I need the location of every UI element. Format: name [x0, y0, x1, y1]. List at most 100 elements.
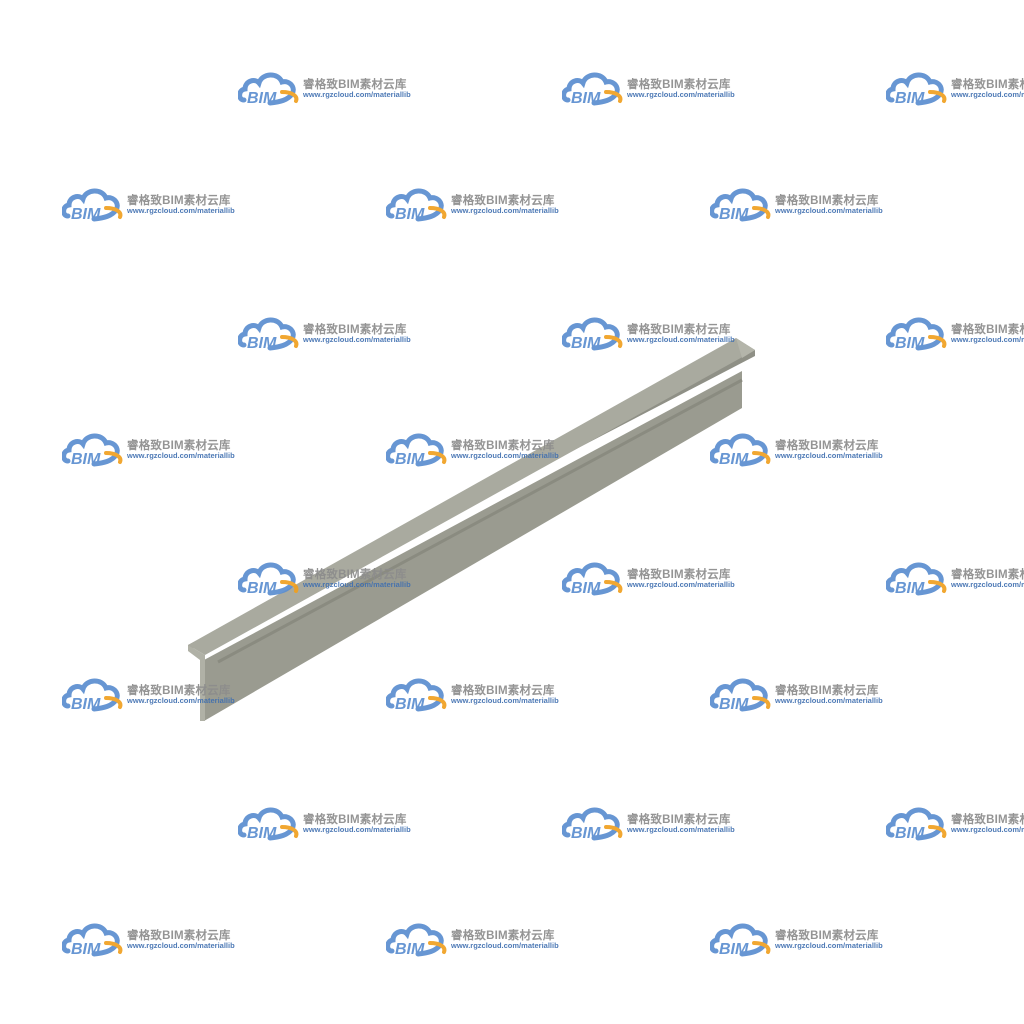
logo-text: BIM [247, 825, 277, 841]
watermark-title: 睿格致BIM素材云库 [303, 569, 407, 581]
watermark-title: 睿格致BIM素材云库 [127, 195, 231, 207]
logo-text: BIM [395, 696, 425, 712]
cloud-icon: BIM [562, 317, 623, 351]
beam-far-end [736, 338, 755, 358]
logo-text: BIM [571, 90, 601, 106]
watermark-url: www.rgzcloud.com/materiallib [127, 941, 235, 950]
watermark-title: 睿格致BIM素材云库 [127, 440, 231, 452]
logo-text: BIM [719, 451, 749, 467]
watermark-title: 睿格致BIM素材云库 [303, 79, 407, 91]
logo-text: BIM [395, 206, 425, 222]
logo-text: BIM [247, 335, 277, 351]
watermark-url: www.rgzcloud.com/materiallib [627, 580, 735, 589]
watermark: BIM睿格致BIM素材云库www.rgzcloud.com/materialli… [0, 70, 12, 110]
watermark: BIM睿格致BIM素材云库www.rgzcloud.com/materialli… [0, 805, 12, 845]
watermark-title: 睿格致BIM素材云库 [775, 930, 879, 942]
watermark-title: 睿格致BIM素材云库 [303, 324, 407, 336]
watermark-url: www.rgzcloud.com/materiallib [451, 451, 559, 460]
watermark-url: www.rgzcloud.com/materiallib [127, 696, 235, 705]
cloud-icon: BIM [238, 807, 299, 841]
logo-text: BIM [395, 451, 425, 467]
cloud-icon: BIM [62, 188, 123, 222]
watermark: BIM 睿格致BIM素材云库www.rgzcloud.com/materialli… [886, 805, 1024, 845]
watermark-title: 睿格致BIM素材云库 [951, 324, 1024, 336]
watermark-title: 睿格致BIM素材云库 [951, 79, 1024, 91]
logo-text: BIM [895, 825, 925, 841]
logo-text: BIM [719, 941, 749, 957]
logo-text: BIM [395, 941, 425, 957]
cloud-icon: BIM [238, 72, 299, 106]
logo-text: BIM [895, 335, 925, 351]
cloud-icon: BIM [62, 678, 123, 712]
watermark-url: www.rgzcloud.com/materiallib [451, 206, 559, 215]
watermark-title: 睿格致BIM素材云库 [627, 324, 731, 336]
watermark-url: www.rgzcloud.com/materiallib [303, 580, 411, 589]
watermark: BIM睿格致BIM素材云库www.rgzcloud.com/materialli… [0, 315, 12, 355]
watermark-url: www.rgzcloud.com/materiallib [127, 451, 235, 460]
watermark-title: 睿格致BIM素材云库 [627, 79, 731, 91]
logo-text: BIM [571, 335, 601, 351]
watermark-url: www.rgzcloud.com/materiallib [303, 825, 411, 834]
watermark-url: www.rgzcloud.com/materiallib [627, 90, 735, 99]
cloud-icon: BIM [386, 678, 447, 712]
watermark-title: 睿格致BIM素材云库 [451, 930, 555, 942]
watermark-url: www.rgzcloud.com/materiallib [127, 206, 235, 215]
watermark-url: www.rgzcloud.com/materiallib [951, 825, 1024, 834]
cloud-icon: BIM [62, 433, 123, 467]
watermark-title: 睿格致BIM素材云库 [451, 440, 555, 452]
watermark-url: www.rgzcloud.com/materiallib [627, 825, 735, 834]
watermark-url: www.rgzcloud.com/materiallib [951, 335, 1024, 344]
logo-text: BIM [247, 90, 277, 106]
watermark-title: 睿格致BIM素材云库 [775, 195, 879, 207]
watermark-title: 睿格致BIM素材云库 [775, 440, 879, 452]
logo-text: BIM [895, 580, 925, 596]
logo-text: BIM [71, 206, 101, 222]
watermark-url: www.rgzcloud.com/materiallib [303, 335, 411, 344]
cloud-icon: BIM [710, 433, 771, 467]
watermark-url: www.rgzcloud.com/materiallib [775, 451, 883, 460]
cloud-icon: BIM [562, 807, 623, 841]
watermark-url: www.rgzcloud.com/materiallib [627, 335, 735, 344]
logo-text: BIM [719, 696, 749, 712]
cloud-icon: BIM [562, 72, 623, 106]
beam-web-face [204, 371, 742, 721]
logo-text: BIM [71, 696, 101, 712]
cloud-icon: BIM [386, 433, 447, 467]
watermark-title: 睿格致BIM素材云库 [627, 814, 731, 826]
cloud-icon: BIM [562, 562, 623, 596]
watermark: BIM睿格致BIM素材云库www.rgzcloud.com/materialli… [886, 70, 1024, 110]
watermark-title: 睿格致BIM素材云库 [127, 685, 231, 697]
watermark-title: 睿格致BIM素材云库 [951, 814, 1024, 826]
cloud-icon: BIM [386, 923, 447, 957]
cloud-icon: BIM [886, 72, 947, 106]
watermark-title: 睿格致BIM素材云库 [451, 685, 555, 697]
logo-text: BIM [247, 580, 277, 596]
watermark-url: www.rgzcloud.com/materiallib [775, 941, 883, 950]
watermark-title: 睿格致BIM素材云库 [303, 814, 407, 826]
watermark: BIM睿格致BIM素材云库www.rgzcloud.com/materialli… [886, 560, 1024, 600]
watermark-title: 睿格致BIM素材云库 [451, 195, 555, 207]
logo-text: BIM [71, 941, 101, 957]
cloud-icon: BIM [62, 923, 123, 957]
logo-text: BIM [571, 825, 601, 841]
watermark-url: www.rgzcloud.com/materiallib [451, 696, 559, 705]
